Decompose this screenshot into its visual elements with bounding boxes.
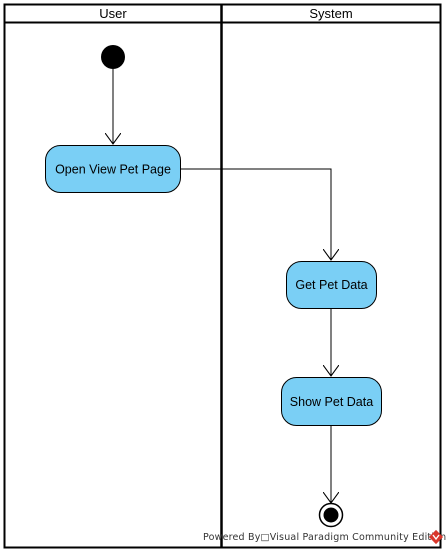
swimlane-user-title: User <box>99 6 127 21</box>
action-node-shape <box>45 145 181 193</box>
action-node-shape <box>281 377 382 426</box>
flow-open-to-get <box>180 168 331 260</box>
footer-watermark: Powered By□Visual Paradigm Community Edi… <box>203 529 446 545</box>
control-flows <box>113 69 331 503</box>
swimlane-system: System <box>309 6 352 21</box>
action-get-pet-data: Get Pet Data <box>286 261 377 309</box>
action-label: Open View Pet Page <box>55 163 171 177</box>
visual-paradigm-logo-icon <box>428 529 444 545</box>
action-show-pet-data: Show Pet Data <box>281 377 382 426</box>
action-label: Get Pet Data <box>295 278 367 292</box>
final-node <box>318 502 344 528</box>
swimlane-system-title: System <box>309 6 352 21</box>
swimlane-user: User <box>99 6 127 21</box>
footer-text: Powered By□Visual Paradigm Community Edi… <box>203 532 446 543</box>
initial-node <box>101 45 125 69</box>
action-label: Show Pet Data <box>290 395 373 409</box>
action-open-view-pet-page: Open View Pet Page <box>45 145 181 193</box>
action-node-shape <box>286 261 377 309</box>
